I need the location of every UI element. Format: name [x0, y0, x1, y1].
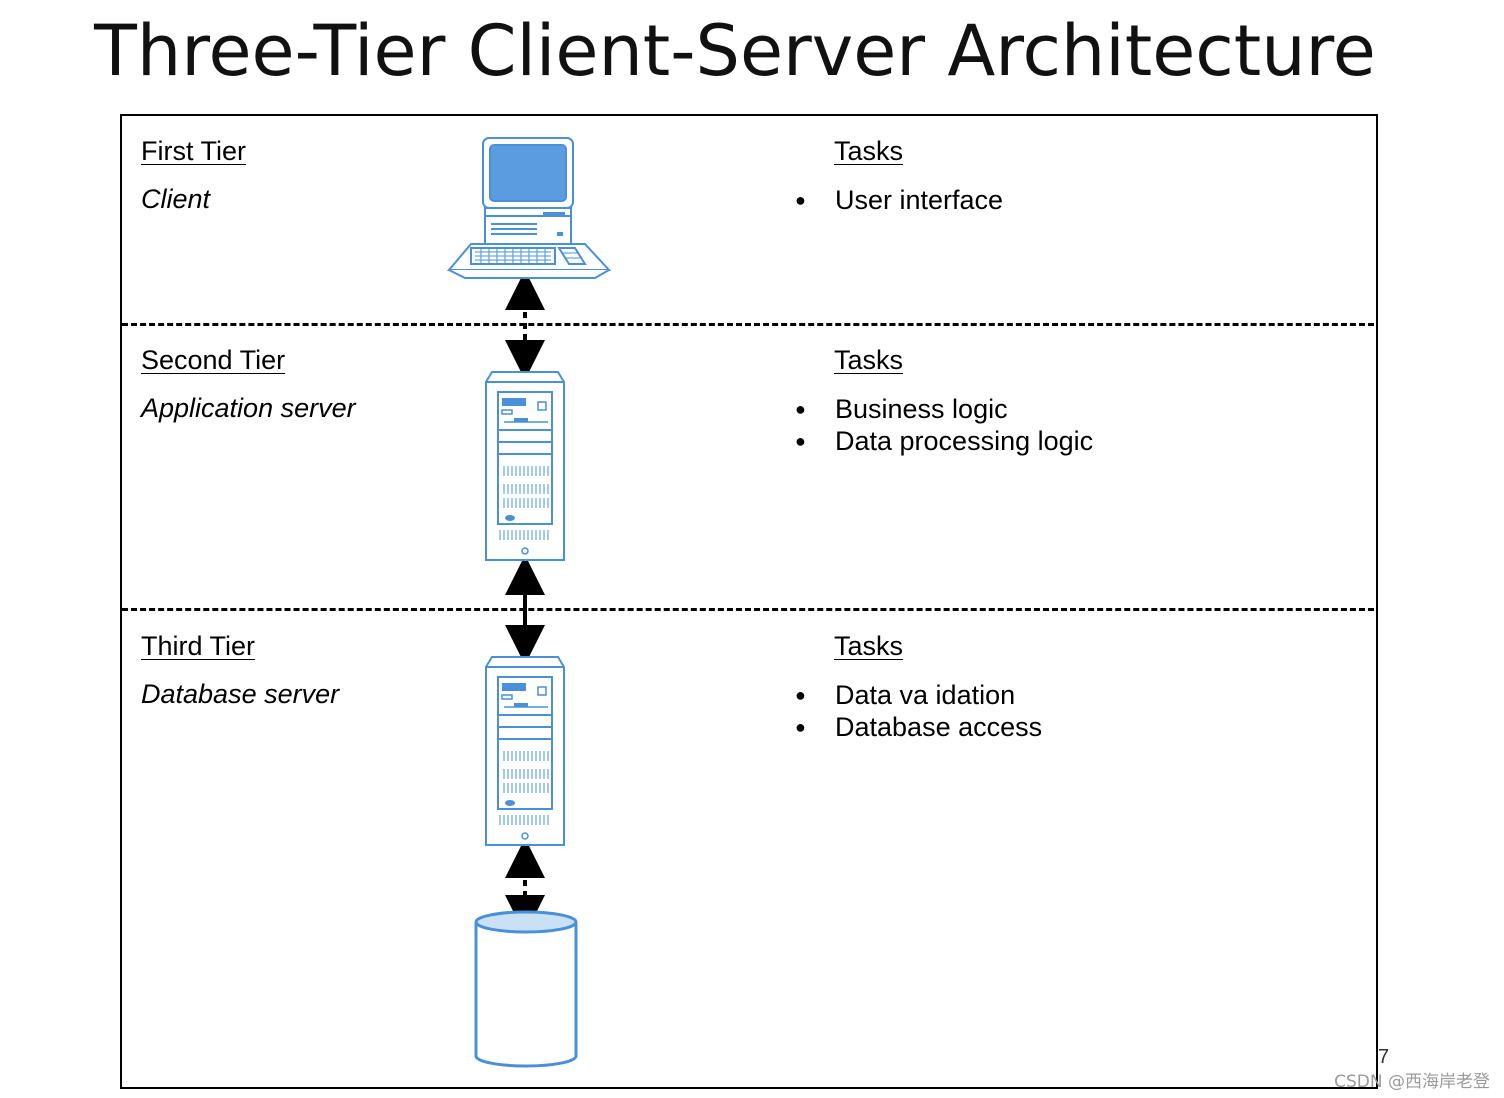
slide-title: Three-Tier Client-Server Architecture	[94, 10, 1376, 92]
diagram-frame	[120, 114, 1378, 1089]
tier-3-heading: Third Tier	[141, 631, 256, 661]
server-icon	[485, 656, 565, 846]
watermark: CSDN @西海岸老登	[1334, 1072, 1490, 1092]
task-item: Data va idation	[795, 679, 1042, 711]
page-number: 7	[1378, 1046, 1390, 1068]
task-item: Database access	[795, 711, 1042, 743]
database-icon	[474, 910, 578, 1068]
tier-2-tasks-heading: Tasks	[834, 345, 904, 375]
tier-divider-2	[122, 608, 1374, 611]
task-item: Business logic	[795, 393, 1093, 425]
tier-2-task-list: Business logic Data processing logic	[795, 393, 1093, 457]
tier-2-subtitle: Application server	[141, 393, 356, 423]
task-item: Data processing logic	[795, 425, 1093, 457]
computer-icon	[446, 137, 612, 279]
tier-1-subtitle: Client	[141, 184, 211, 214]
tier-2-heading: Second Tier	[141, 345, 286, 375]
tier-3-task-list: Data va idation Database access	[795, 679, 1042, 743]
server-icon	[485, 371, 565, 561]
tier-1-task-list: User interface	[795, 184, 1003, 216]
task-item: User interface	[795, 184, 1003, 216]
tier-1-heading: First Tier	[141, 136, 246, 166]
tier-3-subtitle: Database server	[141, 679, 340, 709]
tier-divider-1	[122, 323, 1374, 326]
tier-3-tasks-heading: Tasks	[834, 631, 904, 661]
tier-1-tasks-heading: Tasks	[834, 136, 904, 166]
